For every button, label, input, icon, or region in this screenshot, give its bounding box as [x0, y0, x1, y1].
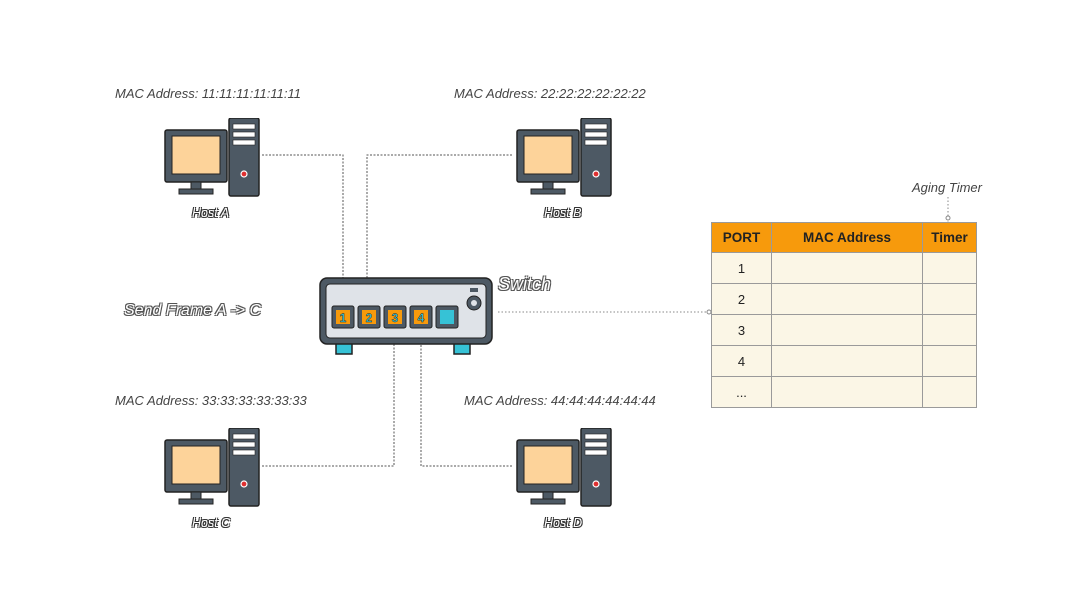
host-c-mac-label: MAC Address: 33:33:33:33:33:33	[115, 393, 307, 408]
link-host-b	[366, 154, 512, 312]
table-row: 1	[711, 252, 977, 284]
link-host-a	[262, 154, 344, 312]
port-cell: ...	[711, 376, 772, 408]
mac-cell	[771, 314, 923, 346]
timer-cell	[922, 314, 977, 346]
column-header-port: PORT	[711, 222, 772, 253]
port-1-label: 1	[340, 311, 347, 325]
link-aging-timer-end	[945, 215, 951, 221]
host-c-name: Host C	[192, 516, 231, 530]
host-d-mac-label: MAC Address: 44:44:44:44:44:44	[464, 393, 656, 408]
table-row: 2	[711, 283, 977, 315]
port-cell: 3	[711, 314, 772, 346]
table-row: 4	[711, 345, 977, 377]
column-header-mac-address: MAC Address	[771, 222, 923, 253]
send-frame-label: Send Frame A -> C	[124, 302, 262, 319]
host-c-computer-icon	[164, 428, 260, 507]
timer-cell	[922, 252, 977, 284]
table-row: 3	[711, 314, 977, 346]
aging-timer-label: Aging Timer	[912, 180, 982, 195]
host-b-mac-label: MAC Address: 22:22:22:22:22:22	[454, 86, 646, 101]
port-cell: 1	[711, 252, 772, 284]
host-b-name: Host B	[544, 206, 582, 220]
link-host-c	[262, 330, 395, 467]
host-b-computer-icon	[516, 118, 612, 197]
timer-cell	[922, 376, 977, 408]
table-header-row: PORT MAC Address Timer	[711, 222, 977, 253]
switch-label: Switch	[498, 274, 552, 294]
port-cell: 4	[711, 345, 772, 377]
mac-cell	[771, 345, 923, 377]
switch-icon: 1 2 3 4	[319, 277, 493, 355]
port-4-label: 4	[418, 311, 425, 325]
mac-address-table: PORT MAC Address Timer 1 2 3 4	[711, 222, 977, 408]
port-3-label: 3	[392, 311, 399, 325]
mac-cell	[771, 376, 923, 408]
switch-ports: 1 2 3 4	[331, 305, 459, 329]
port-2-label: 2	[366, 311, 373, 325]
host-a-computer-icon	[164, 118, 260, 197]
mac-cell	[771, 252, 923, 284]
host-d-computer-icon	[516, 428, 612, 507]
mac-cell	[771, 283, 923, 315]
timer-cell	[922, 345, 977, 377]
link-host-d	[420, 330, 512, 467]
host-a-name: Host A	[192, 206, 230, 220]
host-d-name: Host D	[544, 516, 583, 530]
host-a-mac-label: MAC Address: 11:11:11:11:11:11	[115, 86, 301, 101]
table-row: ...	[711, 376, 977, 408]
timer-cell	[922, 283, 977, 315]
port-cell: 2	[711, 283, 772, 315]
column-header-timer: Timer	[922, 222, 977, 253]
